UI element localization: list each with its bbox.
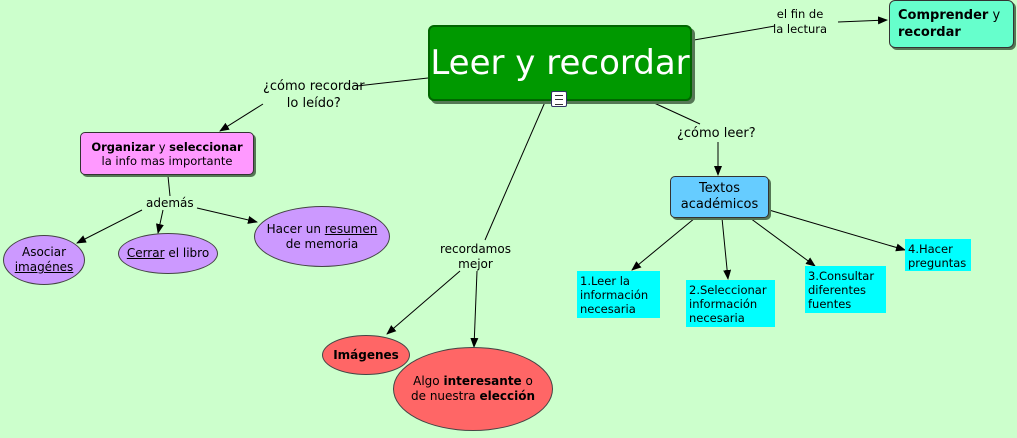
goal-node[interactable]: Comprender y recordar xyxy=(889,0,1014,48)
link-label-como-recordar-2: lo leído? xyxy=(286,96,341,111)
goal-line-1: Comprender y xyxy=(898,7,1000,24)
step-1-line-2: información xyxy=(580,288,649,302)
goal-line-2: recordar xyxy=(898,24,961,41)
link-label-como-recordar: ¿cómo recordar lo leído? xyxy=(263,78,365,112)
cerrar-link[interactable]: Cerrar xyxy=(126,246,165,260)
textos-line-2: académicos xyxy=(680,197,759,212)
algo-line-1: Algo interesante o xyxy=(413,374,533,389)
link-label-ademas-text: además xyxy=(146,196,194,210)
organizar-line-1: Organizar y seleccionar xyxy=(91,140,242,154)
link-label-como-recordar-1: ¿cómo recordar xyxy=(263,79,365,94)
link-label-recordamos: recordamos mejor xyxy=(440,242,511,272)
link-label-ademas: además xyxy=(146,196,194,211)
link-label-como-leer: ¿cómo leer? xyxy=(677,126,756,141)
asociar-link[interactable]: imagénes xyxy=(14,260,74,274)
link-label-recordamos-2: mejor xyxy=(458,257,493,271)
link-label-fin-2: la lectura xyxy=(773,22,828,36)
imagenes-label: Imágenes xyxy=(333,347,399,362)
step-2-line-2: información xyxy=(689,297,758,311)
algo-bold-2: elección xyxy=(479,389,535,403)
goal-bold-2: recordar xyxy=(898,25,961,40)
resumen-pre: Hacer un xyxy=(266,221,325,236)
asociar-node[interactable]: Asociar imagénes xyxy=(3,235,85,285)
resumen-node[interactable]: Hacer un resumen de memoria xyxy=(254,206,390,267)
link-label-como-leer-text: ¿cómo leer? xyxy=(677,126,756,141)
organizar-bold-2: seleccionar xyxy=(169,139,243,154)
link-label-fin-1: el fin de xyxy=(776,7,824,21)
algo-pre: Algo xyxy=(413,374,444,388)
resumen-line-2: de memoria xyxy=(285,236,359,251)
resumen-line-1: Hacer un resumen xyxy=(267,222,378,237)
step-2-line-1: 2.Seleccionar xyxy=(689,283,767,297)
cerrar-node[interactable]: Cerrar el libro xyxy=(118,233,218,274)
step-3-line-1: 3.Consultar xyxy=(808,269,875,283)
step-1-node[interactable]: 1.Leer la información necesaria xyxy=(577,271,660,318)
link-label-recordamos-1: recordamos xyxy=(440,242,511,256)
organizar-connector: y xyxy=(155,139,170,154)
organizar-bold-1: Organizar xyxy=(91,139,156,154)
link-label-fin: el fin de la lectura xyxy=(773,7,827,37)
step-3-line-3: fuentes xyxy=(808,297,852,311)
goal-connector: y xyxy=(988,8,1001,23)
step-4-line-1: 4.Hacer xyxy=(908,242,953,256)
step-3-line-2: diferentes xyxy=(808,283,867,297)
goal-bold-1: Comprender xyxy=(898,8,989,23)
step-1-line-1: 1.Leer la xyxy=(580,274,630,288)
step-3-node[interactable]: 3.Consultar diferentes fuentes xyxy=(805,266,886,313)
step-1-line-3: necesaria xyxy=(580,302,636,316)
algo-pre-2: de nuestra xyxy=(411,389,480,403)
algo-bold-1: interesante xyxy=(443,374,522,388)
root-title: Leer y recordar xyxy=(430,43,690,83)
step-2-node[interactable]: 2.Seleccionar información necesaria xyxy=(686,280,775,327)
step-2-line-3: necesaria xyxy=(689,311,745,325)
resumen-link[interactable]: resumen xyxy=(324,221,378,236)
step-4-node[interactable]: 4.Hacer preguntas xyxy=(905,239,971,271)
cerrar-line: Cerrar el libro xyxy=(127,246,209,261)
algo-line-2: de nuestra elección xyxy=(411,389,535,404)
textos-node[interactable]: Textos académicos xyxy=(670,176,769,218)
root-node[interactable]: Leer y recordar xyxy=(428,25,692,101)
organizar-node[interactable]: Organizar y seleccionar la info mas impo… xyxy=(80,132,254,175)
algo-post: o xyxy=(521,374,533,388)
asociar-line-1: Asociar xyxy=(21,245,67,259)
algo-node[interactable]: Algo interesante o de nuestra elección xyxy=(393,347,553,431)
organizar-line-2: la info mas importante xyxy=(101,153,233,168)
imagenes-node[interactable]: Imágenes xyxy=(322,335,410,375)
cerrar-rest: el libro xyxy=(164,246,210,260)
textos-line-1: Textos xyxy=(698,181,741,196)
step-4-line-2: preguntas xyxy=(908,256,967,270)
document-icon[interactable] xyxy=(551,91,567,107)
